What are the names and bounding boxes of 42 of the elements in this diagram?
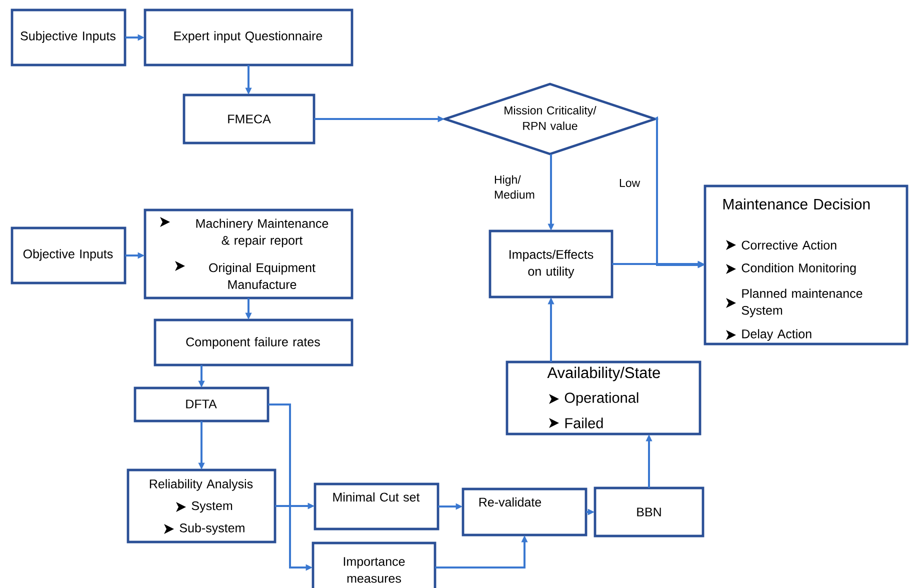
process-box xyxy=(10,8,126,66)
list-item: Operational xyxy=(564,392,638,406)
list-item: Corrective Action xyxy=(742,240,836,250)
process-box xyxy=(312,542,436,588)
box-text: Importance measures xyxy=(344,557,405,583)
box-text: Re-validate xyxy=(479,497,542,507)
process-box xyxy=(10,226,126,284)
box-text: Impacts/Effects on utility xyxy=(510,250,594,278)
process-box xyxy=(144,208,354,300)
process-box xyxy=(314,482,440,530)
edge-label: Low xyxy=(620,179,640,187)
box-text: BBN xyxy=(637,508,661,516)
list-item: Machinery Maintenance & repair report xyxy=(196,218,328,248)
box-text: Expert input Questionnaire xyxy=(174,31,322,43)
list-item: Sub-system xyxy=(180,523,244,535)
process-box xyxy=(488,230,614,298)
process-box xyxy=(144,8,354,66)
box-text: Mission Criticality/ RPN value xyxy=(504,106,596,130)
box-text: Component failure rates xyxy=(186,337,320,349)
heading: Maintenance Decision xyxy=(723,198,870,210)
process-box xyxy=(134,386,270,422)
process-box xyxy=(154,318,354,366)
process-box xyxy=(126,468,276,544)
box-text: Subjective Inputs xyxy=(20,31,116,43)
list-item: Condition Monitoring xyxy=(742,263,856,275)
process-box xyxy=(594,486,704,538)
process-box xyxy=(462,488,588,536)
list-item: Delay Action xyxy=(742,329,812,341)
box-text: Minimal Cut set xyxy=(333,492,420,502)
process-box xyxy=(704,184,908,346)
heading: Availability/State xyxy=(547,366,660,382)
process-box xyxy=(506,360,702,436)
list-item: Planned maintenance System xyxy=(742,288,862,318)
list-item: Original Equipment Manufacture xyxy=(209,262,316,290)
heading: Reliability Analysis xyxy=(150,479,253,491)
box-text: FMECA xyxy=(228,114,271,124)
edge-label: High/ Medium xyxy=(494,175,534,199)
box-text: DFTA xyxy=(186,400,217,408)
box-text: Objective Inputs xyxy=(23,249,113,261)
process-box xyxy=(182,94,316,144)
list-item: System xyxy=(192,501,232,513)
list-item: Failed xyxy=(565,418,603,428)
